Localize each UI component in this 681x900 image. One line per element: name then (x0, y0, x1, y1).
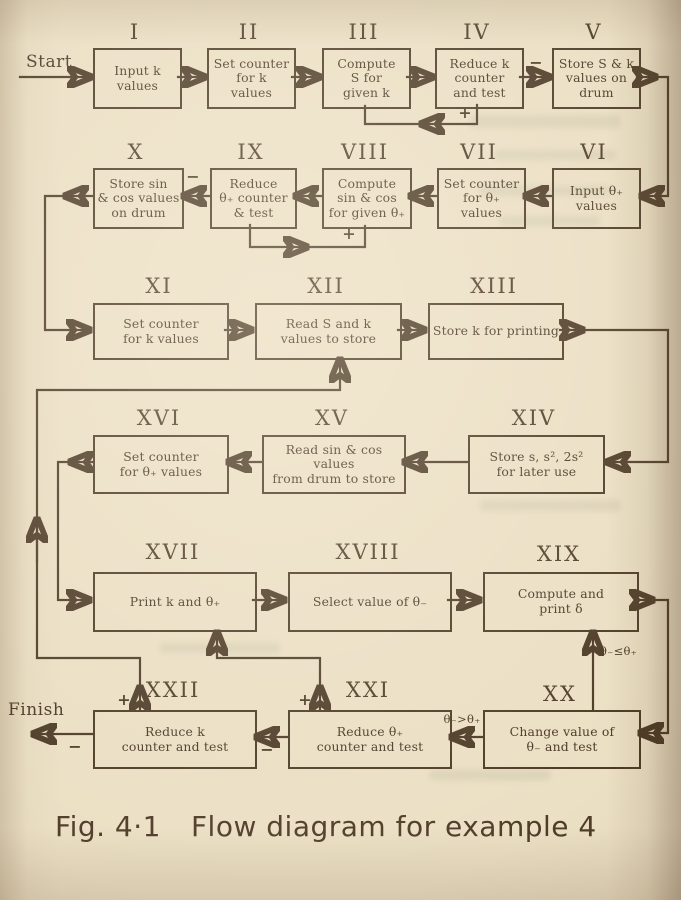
numeral-viii: VIII (340, 140, 390, 164)
condition-theta-le: θ₋≤θ₊ (600, 644, 638, 658)
loop-ix-to-viii-tail (303, 224, 367, 249)
box-reduce-k-counter-test: Reduce k counter and test (93, 710, 257, 769)
arrow-xvi-to-xvii (56, 460, 90, 600)
numeral-xxi: XXI (345, 678, 391, 702)
box-change-theta-minus: Change value of θ₋ and test (483, 710, 641, 769)
box-store-sin-cos-drum: Store sin & cos values on drum (93, 168, 184, 229)
box-select-theta-minus: Select value of θ₋ (288, 572, 452, 632)
box-store-s-k-drum: Store S & k values on drum (552, 48, 641, 109)
numeral-xii: XII (307, 274, 345, 298)
finish-label: Finish (8, 700, 65, 720)
bleed-through-artifact (500, 216, 600, 226)
arrow-v-to-vi (641, 75, 670, 196)
numeral-xix: XIX (536, 542, 582, 566)
condition-theta-gt: θ₋>θ₊ (443, 712, 481, 726)
figure-title: Flow diagram for example 4 (190, 810, 597, 843)
plus-label-theta-loop: + (342, 224, 356, 243)
numeral-xx: XX (543, 682, 577, 706)
box-store-k-for-printing: Store k for printing (428, 303, 564, 360)
minus-label-ix-x: − (186, 167, 200, 186)
box-print-k-and-theta: Print k and θ₊ (93, 572, 257, 632)
numeral-ii: II (238, 20, 260, 44)
minus-label-xxi-xxii: − (260, 740, 274, 759)
arrow-x-to-xi (43, 194, 90, 330)
box-store-s-squares: Store s, s², 2s² for later use (468, 435, 605, 494)
box-set-counter-k: Set counter for k values (207, 48, 296, 109)
bleed-through-artifact (495, 150, 615, 160)
numeral-vii: VII (460, 140, 498, 164)
numeral-xv: XV (314, 406, 350, 430)
start-label: Start (26, 52, 73, 72)
bleed-through-artifact (480, 500, 620, 511)
minus-label-finish: − (68, 737, 82, 756)
numeral-x: X (127, 140, 145, 164)
numeral-vi: VI (580, 140, 608, 164)
numeral-iv: IV (463, 20, 491, 44)
box-read-s-k-to-store: Read S and k values to store (255, 303, 402, 360)
numeral-xiii: XIII (470, 274, 518, 298)
arrow-xix-to-xx (640, 598, 670, 733)
arrow-xiii-to-xiv (579, 328, 670, 462)
box-set-counter-theta-values: Set counter for θ₊ values (93, 435, 229, 494)
numeral-xviii: XVIII (335, 540, 401, 564)
numeral-xiv: XIV (511, 406, 557, 430)
numeral-v: V (585, 20, 603, 44)
box-input-theta-values: Input θ₊ values (552, 168, 641, 229)
loop-xxi-to-xvii (217, 632, 322, 691)
box-compute-print-delta: Compute and print δ (483, 572, 639, 632)
figure-caption: Fig. 4·1 Flow diagram for example 4 (55, 810, 655, 843)
numeral-i: I (129, 20, 141, 44)
loop-xxii-to-xii (35, 359, 340, 691)
box-set-counter-k-values: Set counter for k values (93, 303, 229, 360)
plus-label-xxi: + (298, 690, 312, 709)
plus-label-k-loop: + (458, 103, 472, 122)
bleed-through-artifact (470, 115, 620, 128)
box-read-sin-cos-to-store: Read sin & cos values from drum to store (262, 435, 406, 494)
plus-label-xxii: + (117, 690, 131, 709)
loop-ix-to-viii-arrow (248, 223, 307, 247)
figure-number: Fig. 4·1 (55, 810, 161, 843)
numeral-xvi: XVI (136, 406, 182, 430)
box-reduce-theta-counter: Reduce θ₊ counter & test (210, 168, 297, 229)
numeral-xvii: XVII (145, 540, 201, 564)
minus-label-iv-v: − (529, 53, 543, 72)
box-compute-s: Compute S for given k (322, 48, 411, 109)
loop-iv-to-iii-tail (363, 104, 425, 126)
box-reduce-k-counter: Reduce k counter and test (435, 48, 524, 109)
numeral-xxii: XXII (145, 678, 201, 702)
loop-iv-to-iii-arrow (421, 103, 479, 124)
numeral-iii: III (348, 20, 380, 44)
numeral-ix: IX (237, 140, 265, 164)
box-set-counter-theta: Set counter for θ₊ values (437, 168, 526, 229)
numeral-xi: XI (145, 274, 173, 298)
box-reduce-theta-counter-test: Reduce θ₊ counter and test (288, 710, 452, 769)
box-input-k-values: Input k values (93, 48, 182, 109)
bleed-through-artifact (430, 770, 550, 780)
box-compute-sin-cos: Compute sin & cos for given θ₊ (322, 168, 412, 229)
